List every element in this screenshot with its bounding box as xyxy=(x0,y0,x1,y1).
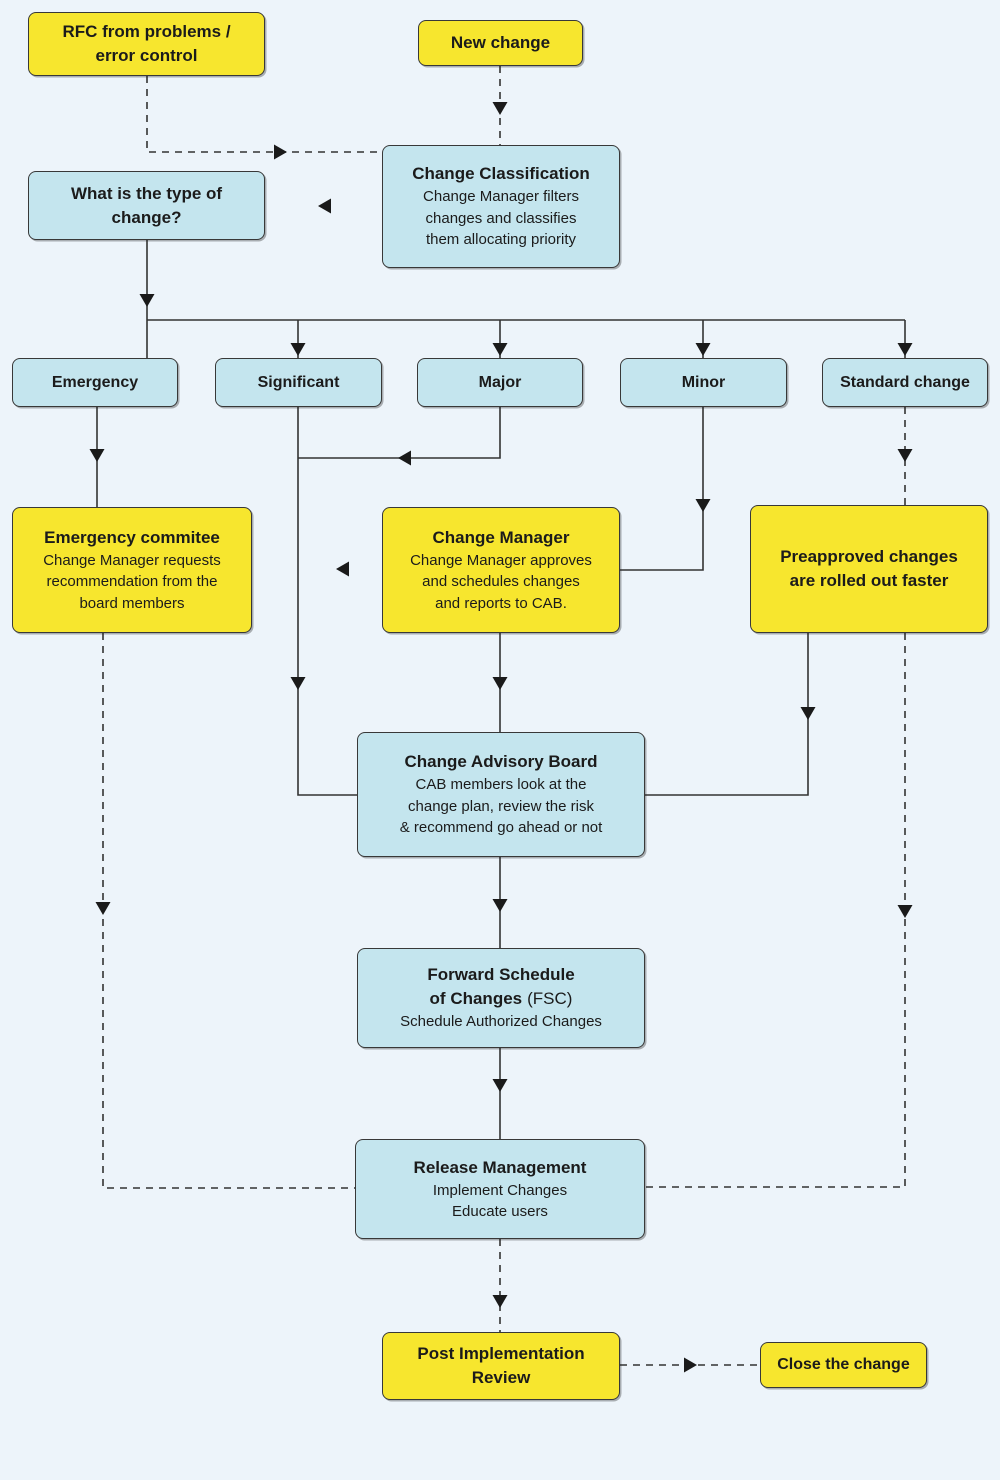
node-title: Close the change xyxy=(777,1356,910,1373)
node-title: Emergency commitee xyxy=(44,527,220,547)
node-significant: Significant xyxy=(215,358,382,407)
node-change-advisory-board: Change Advisory Board CAB members look a… xyxy=(357,732,645,857)
node-title: RFC from problems / error control xyxy=(62,22,231,65)
arrowhead-down xyxy=(800,707,816,720)
arrowhead-down xyxy=(492,677,508,690)
arrowhead-right xyxy=(274,144,287,160)
node-body: Implement Changes Educate users xyxy=(432,1181,568,1221)
arrowhead-down xyxy=(492,343,508,356)
arrowhead-down xyxy=(290,343,306,356)
node-title: Emergency xyxy=(51,373,139,391)
arrowhead-down xyxy=(695,499,711,512)
node-title: Major xyxy=(478,373,522,391)
node-title-line2-suffix: (FSC) xyxy=(527,989,573,1009)
node-title: Change Manager xyxy=(432,527,570,547)
node-title: New change xyxy=(450,33,551,52)
node-title-line2-bold: of Changes xyxy=(429,989,523,1009)
arrowhead-left xyxy=(336,561,349,577)
node-minor: Minor xyxy=(620,358,787,407)
node-standard-change: Standard change xyxy=(822,358,988,407)
arrowhead-down xyxy=(492,1295,508,1308)
edge-rfc-to-classification xyxy=(146,76,382,153)
arrowhead-down xyxy=(290,677,306,690)
arrowhead-down xyxy=(139,294,155,307)
node-change-manager: Change Manager Change Manager approves a… xyxy=(382,507,620,633)
node-title: Change Classification xyxy=(412,164,590,184)
arrowhead-down xyxy=(897,449,913,462)
node-body: Change Manager requests recommendation f… xyxy=(43,551,221,612)
node-rfc-from-problems: RFC from problems / error control xyxy=(28,12,265,76)
node-preapproved-changes: Preapproved changes are rolled out faste… xyxy=(750,505,988,633)
node-body: CAB members look at the change plan, rev… xyxy=(399,776,603,837)
node-body: Change Manager approves and schedules ch… xyxy=(410,551,592,612)
node-title-line1: Forward Schedule xyxy=(427,965,575,985)
arrowhead-right xyxy=(684,1357,697,1373)
node-body: Change Manager filters changes and class… xyxy=(423,188,579,249)
edge-significant-to-cab xyxy=(297,407,357,796)
node-title-line2: of Changes(FSC) xyxy=(430,987,573,1011)
arrowhead-down xyxy=(897,343,913,356)
arrowhead-down xyxy=(89,449,105,462)
node-change-classification: Change Classification Change Manager fil… xyxy=(382,145,620,268)
arrowhead-left xyxy=(318,198,331,214)
node-title: Preapproved changes are rolled out faste… xyxy=(780,547,958,590)
edge-preapproved-to-release xyxy=(645,633,906,1188)
edge-minor-to-change-manager xyxy=(620,407,704,571)
arrowhead-down xyxy=(695,343,711,356)
node-title: What is the type of change? xyxy=(70,183,223,227)
arrowhead-left xyxy=(398,450,411,466)
node-title: Significant xyxy=(257,373,340,391)
node-emergency-committee: Emergency commitee Change Manager reques… xyxy=(12,507,252,633)
arrowhead-down xyxy=(492,899,508,912)
node-new-change: New change xyxy=(418,20,583,66)
arrowhead-down xyxy=(492,102,508,115)
node-title: Change Advisory Board xyxy=(404,752,598,772)
node-type-of-change-question: What is the type of change? xyxy=(28,171,265,240)
node-title: Minor xyxy=(681,373,726,391)
node-title: Release Management xyxy=(413,1157,587,1177)
node-forward-schedule-of-changes: Forward Schedule of Changes(FSC) Schedul… xyxy=(357,948,645,1048)
node-body: Schedule Authorized Changes xyxy=(400,1013,602,1031)
arrowhead-down xyxy=(492,1079,508,1092)
node-close-the-change: Close the change xyxy=(760,1342,927,1388)
edge-preapproved-to-cab xyxy=(645,633,809,796)
arrowhead-down xyxy=(95,902,111,915)
node-post-implementation-review: Post Implementation Review xyxy=(382,1332,620,1400)
node-title: Post Implementation Review xyxy=(417,1344,585,1387)
node-title: Standard change xyxy=(840,373,970,391)
node-release-management: Release Management Implement Changes Edu… xyxy=(355,1139,645,1239)
arrowhead-down xyxy=(897,905,913,918)
node-emergency: Emergency xyxy=(12,358,178,407)
node-major: Major xyxy=(417,358,583,407)
edge-committee-to-release xyxy=(102,633,355,1189)
edge-major-to-significant-line xyxy=(298,407,501,459)
